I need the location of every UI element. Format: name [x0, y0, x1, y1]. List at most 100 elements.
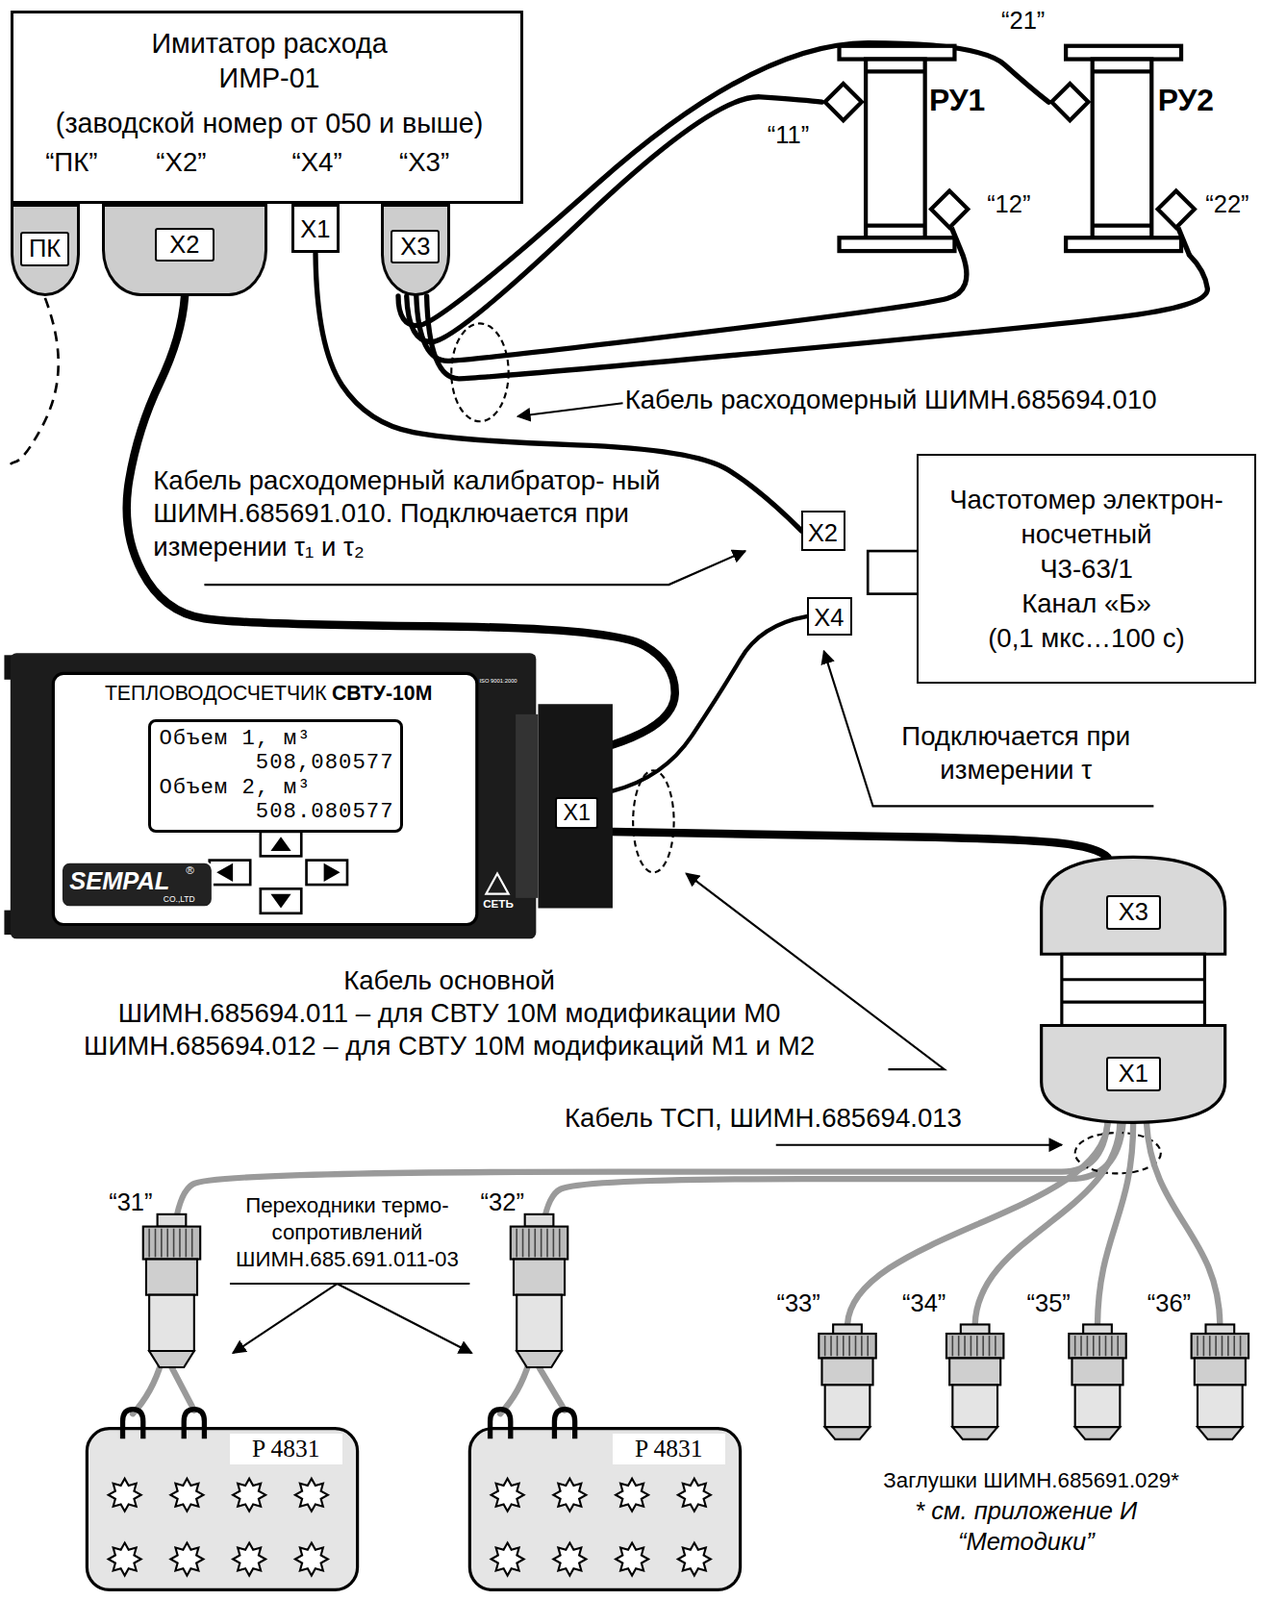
annotation-label: CO.,LTD: [163, 894, 210, 906]
terminal-star: [553, 1543, 586, 1577]
annotation-label: “Х3”: [391, 146, 458, 179]
terminal-star: [232, 1543, 266, 1577]
plug-box: X4: [807, 597, 854, 636]
node-text: (заводской номер от 050 и выше): [23, 106, 516, 142]
node-text: Частотомер электрон- носчетный: [932, 482, 1240, 553]
terminal-star: [678, 1543, 711, 1577]
terminal-star: [491, 1543, 525, 1577]
annotation-label: “32”: [471, 1187, 533, 1219]
annotation-label: SEMPAL: [69, 866, 172, 898]
flow-sensor: РУ2: [1048, 35, 1243, 255]
annotation-label: ШИМН.685694.012 – для СВТУ 10М модификац…: [20, 1030, 879, 1063]
annotation-label: “Х2”: [148, 146, 215, 179]
cable-plug: X1: [291, 203, 341, 253]
node-text: X1: [1106, 1057, 1161, 1092]
terminal-star: [108, 1543, 142, 1577]
cable-plug: X3: [380, 203, 451, 297]
terminal-star: [295, 1479, 328, 1513]
callout-number: “11”: [757, 120, 820, 152]
annotation-label: Кабель ТСП, ШИМН.685694.013: [564, 1102, 1045, 1135]
annotation-label: Кабель расходомерный калибратор- ный ШИМ…: [152, 464, 735, 564]
annotation-label: * см. приложение И “Методики”: [873, 1496, 1180, 1559]
node-text: Объем 2, м³: [158, 776, 394, 801]
node-text: СВТУ-10М: [331, 680, 476, 707]
sensor-plug: [510, 1214, 568, 1368]
annotation-label: X1: [554, 797, 599, 830]
resistance-box-drawing: [86, 1429, 740, 1591]
annotation-label: “31”: [100, 1187, 162, 1219]
annotation-label: ISO 9001:2000: [477, 678, 521, 685]
plug-box: X2: [801, 510, 846, 552]
terminal-star: [615, 1543, 649, 1577]
sensor-plug: [1191, 1324, 1249, 1439]
lcd-screen: Объем 1, м³508,080577Объем 2, м³508.0805…: [148, 719, 404, 833]
node-text: X2: [154, 227, 215, 263]
cable-plug: ПК: [10, 203, 80, 297]
node-text: X3: [1106, 895, 1161, 931]
node-text: P 4831: [612, 1434, 726, 1465]
resistance-box: P 4831: [86, 1413, 357, 1593]
cable: [132, 1123, 1109, 1415]
annotation-label: Кабель основной: [20, 964, 879, 998]
node-text: Ч3-63/1: [1039, 552, 1134, 587]
sensor-wires: [171, 1122, 1220, 1411]
terminal-star: [615, 1479, 649, 1513]
flow-sensor: РУ1: [822, 35, 1011, 255]
annotation-label: Заглушки ШИМН.685691.029*: [832, 1467, 1231, 1495]
spade-terminal: [183, 1410, 204, 1440]
node-text: ПК: [20, 231, 70, 267]
annotation-label: СЕТЬ: [478, 897, 519, 912]
annotation-label: ШИМН.685694.011 – для СВТУ 10М модификац…: [20, 997, 879, 1031]
terminal-star: [170, 1479, 203, 1513]
cable: [612, 616, 808, 791]
node-text: X1: [294, 214, 338, 246]
callout-number: “22”: [1196, 189, 1259, 221]
callout-number: “12”: [978, 189, 1040, 221]
adapter-block: X3X1: [1041, 857, 1226, 1124]
node-text: РУ1: [929, 81, 1011, 121]
node-text: (0,1 мкс…100 с): [987, 621, 1186, 656]
sensor-plug: [946, 1324, 1004, 1439]
node-text: Имитатор расхода ИМР-01: [135, 26, 404, 97]
annotation-label: “35”: [1017, 1288, 1080, 1320]
heat-meter-drawing: [3, 653, 612, 939]
annotation-label: “36”: [1138, 1288, 1201, 1320]
annotation-label: ®: [185, 863, 201, 879]
heat-meter: ТЕПЛОВОДОСЧЕТЧИКСВТУ-10М Объем 1, м³508,0…: [10, 653, 613, 939]
callout-number: “21”: [992, 5, 1055, 37]
node-text: Объем 1, м³: [158, 727, 394, 752]
annotation-label: “Х4”: [283, 146, 351, 179]
sensor-plug: [818, 1324, 876, 1439]
annotation-label: Кабель расходомерный ШИМН.685694.010: [625, 383, 1259, 417]
spade-terminal: [490, 1410, 511, 1440]
node-text: X4: [808, 603, 850, 634]
annotation-label: “34”: [893, 1288, 956, 1320]
cable-plug: X2: [101, 203, 268, 297]
annotation-label: “33”: [767, 1288, 830, 1320]
terminal-star: [232, 1479, 266, 1513]
annotation-label: Переходники термо- сопротивлений ШИМН.68…: [209, 1192, 486, 1274]
spade-terminal: [554, 1410, 575, 1440]
flow-sensor-drawing: [825, 46, 1195, 256]
terminal-star: [553, 1479, 586, 1513]
frequency-meter: Частотомер электрон- носчетныйЧ3-63/1Кан…: [916, 453, 1256, 684]
sensor-plug: [143, 1214, 201, 1368]
terminal-star: [295, 1543, 328, 1577]
annotation-label: “ПК”: [40, 146, 102, 179]
annotation-label: Подключается при измерении τ: [867, 720, 1164, 787]
terminal-star: [491, 1479, 525, 1513]
cable: [427, 254, 1209, 379]
node-text: P 4831: [229, 1434, 343, 1465]
node-text: Канал «Б»: [1021, 586, 1152, 622]
node-text: ТЕПЛОВОДОСЧЕТЧИК: [71, 680, 327, 707]
adapter-drawing: [1041, 857, 1226, 1123]
terminal-star: [170, 1543, 203, 1577]
counter-socket: [867, 551, 919, 595]
node-text: 508.080577: [158, 800, 394, 825]
cable: [500, 1123, 1124, 1415]
node-text: X2: [803, 518, 842, 550]
terminal-star: [108, 1479, 142, 1513]
resistance-box: P 4831: [469, 1413, 740, 1593]
